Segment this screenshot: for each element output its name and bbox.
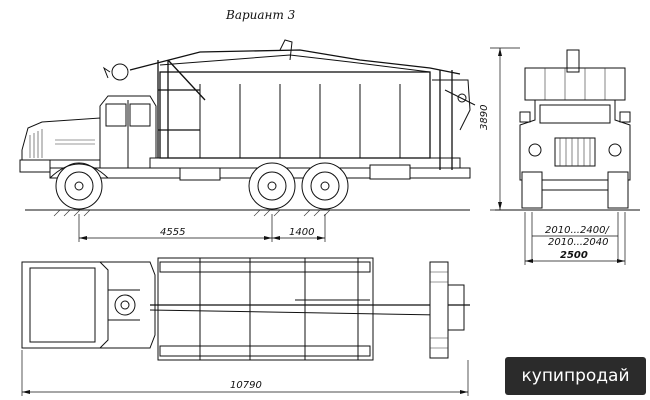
dim-3890: 3890: [479, 105, 490, 130]
side-view: [19, 39, 476, 242]
front-view: [490, 47, 640, 265]
dim-track-range2: 2010...2040: [548, 237, 608, 248]
top-view: [21, 257, 470, 396]
rear-wheel-2: [301, 162, 349, 210]
dim-2500: 2500: [560, 250, 588, 261]
front-wheel: [55, 162, 103, 210]
watermark-badge: купипродай: [505, 357, 646, 395]
dim-track-range: 2010...2400/: [545, 225, 610, 236]
dim-10790: 10790: [230, 380, 262, 391]
rear-wheel-1: [248, 162, 296, 210]
dim-4555: 4555: [160, 227, 185, 238]
drawing-title: Вариант 3: [226, 8, 296, 22]
dim-1400: 1400: [289, 227, 314, 238]
